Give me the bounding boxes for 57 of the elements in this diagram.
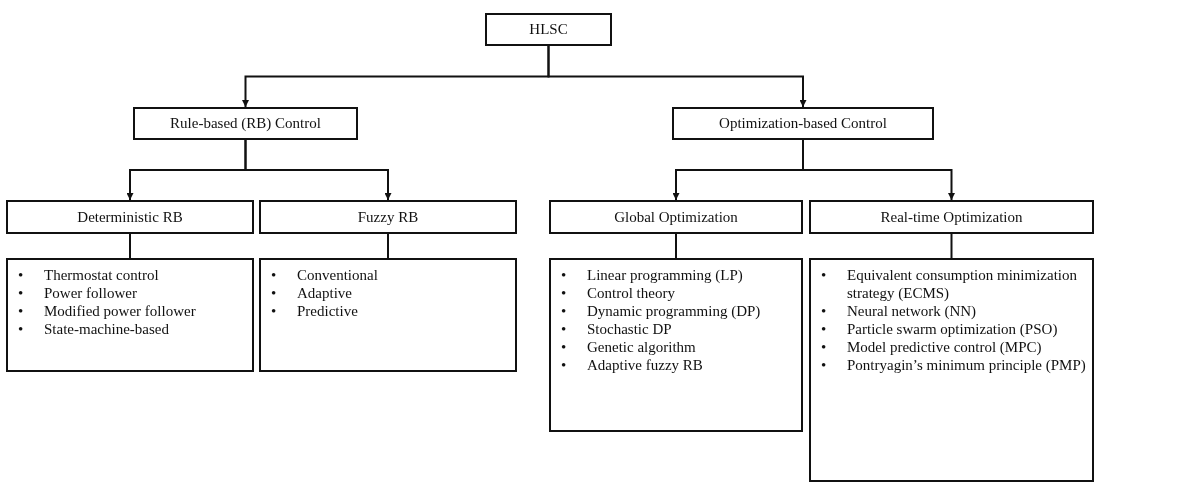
bullet: • <box>18 302 25 320</box>
list-item: Control theory <box>587 284 676 302</box>
list-item: Adaptive <box>297 284 353 302</box>
list-item: Power follower <box>44 284 138 302</box>
category-box <box>809 200 1094 234</box>
box-title: Global Optimization <box>614 208 738 226</box>
bullet: • <box>821 302 828 320</box>
box-title: Rule-based (RB) Control <box>170 115 321 132</box>
category-box <box>672 107 934 140</box>
list-item: State-machine-based <box>44 320 170 338</box>
category-box <box>549 200 803 234</box>
box-title: Deterministic RB <box>77 208 183 226</box>
list-box <box>259 258 517 372</box>
list-item: Model predictive control (MPC) <box>847 338 1043 356</box>
list-item: Modified power follower <box>44 302 197 320</box>
connector-arrow <box>244 139 392 201</box>
list-item: Pontryagin’s minimum principle (PMP) <box>847 356 1086 374</box>
bullet: • <box>271 266 278 284</box>
list-box <box>6 258 254 372</box>
bullet: • <box>271 302 278 320</box>
list-box <box>549 258 803 432</box>
bullet: • <box>271 284 278 302</box>
bullet: • <box>561 302 568 320</box>
box-title: HLSC <box>529 21 568 38</box>
bullet: • <box>821 320 828 338</box>
list-item: Predictive <box>297 302 359 320</box>
bullet: • <box>18 284 25 302</box>
list-item: Dynamic programming (DP) <box>587 302 762 320</box>
bullet: • <box>821 356 828 374</box>
category-box <box>485 13 612 46</box>
bullet: • <box>561 356 568 374</box>
list-item: Neural network (NN) <box>847 302 978 320</box>
list-box <box>809 258 1094 482</box>
connector-arrow <box>547 45 807 108</box>
connector-arrow <box>802 139 955 201</box>
category-box <box>259 200 517 234</box>
box-title: Optimization-based Control <box>719 115 887 132</box>
category-box <box>6 200 254 234</box>
list-item: Stochastic DP <box>587 320 673 338</box>
list-item: Particle swarm optimization (PSO) <box>847 320 1059 338</box>
bullet: • <box>561 284 568 302</box>
list-item: Genetic algorithm <box>587 338 697 356</box>
bullet: • <box>561 266 568 284</box>
bullet: • <box>561 320 568 338</box>
list-item: Thermostat control <box>44 266 160 284</box>
list-item: Conventional <box>297 266 379 284</box>
list-item: Linear programming (LP) <box>587 266 744 284</box>
bullet: • <box>821 266 828 285</box>
list-item: Adaptive fuzzy RB <box>587 356 704 374</box>
list-item: Equivalent consumption minimization strategy (ECMS) <box>847 266 1078 302</box>
bullet: • <box>821 338 828 356</box>
category-box <box>133 107 358 140</box>
box-title: Real-time Optimization <box>880 208 1023 226</box>
bullet: • <box>18 266 25 284</box>
bullet: • <box>561 338 568 356</box>
box-title: Fuzzy RB <box>357 208 419 226</box>
bullet: • <box>18 320 25 338</box>
